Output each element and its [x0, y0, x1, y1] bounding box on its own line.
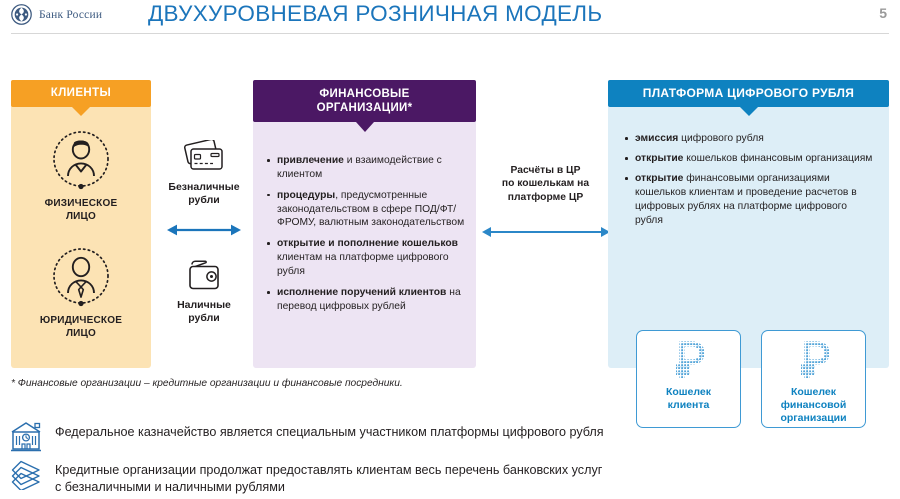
person-business-suit-icon — [53, 248, 109, 307]
bank-of-russia-emblem-icon — [11, 4, 32, 25]
person-individual-icon — [53, 131, 109, 190]
bottom-note-credit-organizations: Кредитные организации продолжат предоста… — [9, 458, 602, 496]
digital-ruble-platform-panel: ПЛАТФОРМА ЦИФРОВОГО РУБЛЯ эмиссия цифров… — [608, 80, 889, 428]
header-divider — [11, 33, 889, 34]
list-item: открытие финансовыми организациями кошел… — [624, 172, 877, 228]
list-item: эмиссия цифрового рубля — [624, 132, 877, 146]
list-item: открытие и пополнение кошельков клиентам… — [266, 237, 466, 278]
digital-ruble-symbol-icon — [675, 341, 705, 378]
list-item: привлечение и взаимодействие с клиентом — [266, 154, 466, 181]
digital-ruble-symbol-icon — [800, 341, 830, 378]
slide-header: Банк России ДВУХУРОВНЕВАЯ РОЗНИЧНАЯ МОДЕ… — [0, 0, 900, 34]
settlement-note: Расчёты в ЦР по кошелькам на платформе Ц… — [501, 165, 590, 203]
logo: Банк России — [11, 4, 102, 25]
clients-panel-header: КЛИЕНТЫ — [11, 80, 151, 107]
page-title: ДВУХУРОВНЕВАЯ РОЗНИЧНАЯ МОДЕЛЬ — [148, 1, 603, 26]
digital-ruble-platform-notch — [739, 107, 758, 116]
clients-panel-notch — [72, 107, 90, 116]
digital-ruble-platform-header: ПЛАТФОРМА ЦИФРОВОГО РУБЛЯ — [608, 80, 889, 107]
bottom-note-treasury: Федеральное казначейство является специа… — [9, 420, 604, 452]
list-item: процедуры, предусмотренные законодательс… — [266, 189, 466, 230]
financial-organizations-notch — [355, 122, 374, 132]
logo-text: Банк России — [39, 8, 103, 21]
double-headed-arrow-icon — [167, 224, 241, 236]
bank-cards-icon — [183, 138, 223, 170]
list-item: исполнение поручений клиентов на перевод… — [266, 286, 466, 313]
bottom-note-treasury-text: Федеральное казначейство является специа… — [55, 425, 604, 439]
treasury-building-icon — [11, 422, 41, 452]
list-item: открытие кошельков финансовым организаци… — [624, 152, 877, 166]
bottom-note-credit-organizations-text: Кредитные организации продолжат предоста… — [55, 463, 603, 494]
settlement-arrow — [482, 224, 610, 245]
money-exchange-arrow — [166, 222, 242, 243]
double-headed-arrow-icon — [482, 227, 610, 237]
financial-organizations-bullets: привлечение и взаимодействие с клиентом … — [266, 154, 466, 321]
banknotes-stack-icon — [11, 460, 40, 490]
footnote: * Финансовые организации – кредитные орг… — [11, 378, 403, 389]
wallet-icon — [189, 260, 219, 290]
digital-ruble-platform-bullets: эмиссия цифрового рубля открытие кошельк… — [624, 132, 877, 234]
page-number: 5 — [879, 5, 887, 21]
